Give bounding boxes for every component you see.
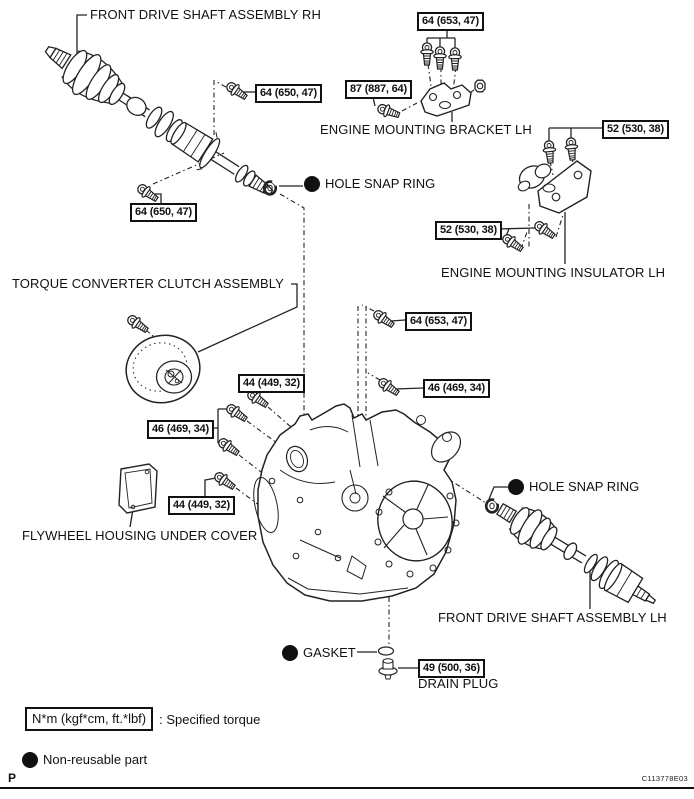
torque-spec-bracket-side-bolt: 87 (887, 64) — [345, 80, 412, 99]
torque-spec-rh-shaft-bolt: 64 (650, 47) — [255, 84, 322, 103]
torque-converter-drawing — [125, 334, 201, 404]
torque-spec-case-upper-right-bolt: 64 (653, 47) — [405, 312, 472, 331]
torque-spec-case-upper-bolt: 44 (449, 32) — [238, 374, 305, 393]
non-reusable-dot-icon — [282, 645, 298, 661]
torque-spec-insulator-lower-bolts: 52 (530, 38) — [435, 221, 502, 240]
non-reusable-dot-icon — [508, 479, 524, 495]
front-drive-shaft-rh-drawing — [44, 45, 274, 196]
bottom-rule — [0, 787, 694, 789]
label-front-drive-shaft-rh: FRONT DRIVE SHAFT ASSEMBLY RH — [90, 7, 321, 22]
non-reusable-caption: Non-reusable part — [43, 752, 148, 767]
label-engine-mounting-bracket: ENGINE MOUNTING BRACKET LH — [320, 122, 532, 137]
torque-unit-box: N*m (kgf*cm, ft.*lbf) — [25, 707, 154, 731]
label-drain-plug: DRAIN PLUG — [418, 676, 499, 691]
torque-spec-rh-shaft-lower-bolt: 64 (650, 47) — [130, 203, 197, 222]
figure-code: C113778E03 — [641, 774, 688, 783]
page-marker: P — [8, 771, 17, 785]
non-reusable-dot-icon — [304, 176, 320, 192]
flywheel-cover-drawing — [118, 463, 158, 514]
torque-spec-case-left-bolts: 46 (469, 34) — [147, 420, 214, 439]
drain-plug-drawing — [378, 658, 398, 680]
gasket-drawing — [377, 646, 395, 656]
legend-specified-torque: N*m (kgf*cm, ft.*lbf) : Specified torque — [25, 707, 260, 731]
hole-snap-ring-lower-text: HOLE SNAP RING — [529, 479, 640, 494]
torque-spec-case-right-bolt: 46 (469, 34) — [423, 379, 490, 398]
label-gasket: GASKET — [282, 645, 356, 661]
hole-snap-ring-upper-text: HOLE SNAP RING — [325, 176, 436, 191]
engine-mounting-bracket-drawing — [420, 82, 472, 117]
label-torque-converter: TORQUE CONVERTER CLUTCH ASSEMBLY — [12, 276, 284, 291]
label-flywheel-housing-cover: FLYWHEEL HOUSING UNDER COVER — [22, 528, 258, 543]
torque-spec-drain-plug: 49 (500, 36) — [418, 659, 485, 678]
transaxle-drawing — [253, 403, 462, 602]
hole-snap-ring-lower-drawing — [484, 497, 501, 514]
label-hole-snap-ring-upper: HOLE SNAP RING — [304, 176, 435, 192]
gasket-text: GASKET — [303, 645, 356, 660]
label-front-drive-shaft-lh: FRONT DRIVE SHAFT ASSEMBLY LH — [438, 610, 667, 625]
front-drive-shaft-lh-drawing — [496, 502, 657, 605]
label-engine-mounting-insulator: ENGINE MOUNTING INSULATOR LH — [441, 265, 666, 280]
torque-spec-bracket-top-bolts: 64 (653, 47) — [417, 12, 484, 31]
torque-spec-insulator-top-bolts: 52 (530, 38) — [602, 120, 669, 139]
specified-torque-caption: : Specified torque — [159, 711, 261, 727]
label-hole-snap-ring-lower: HOLE SNAP RING — [508, 479, 639, 495]
legend-non-reusable: Non-reusable part — [22, 752, 147, 768]
torque-spec-case-lower-bolt: 44 (449, 32) — [168, 496, 235, 515]
engine-mounting-insulator-drawing — [517, 160, 592, 214]
non-reusable-dot-icon — [22, 752, 38, 768]
